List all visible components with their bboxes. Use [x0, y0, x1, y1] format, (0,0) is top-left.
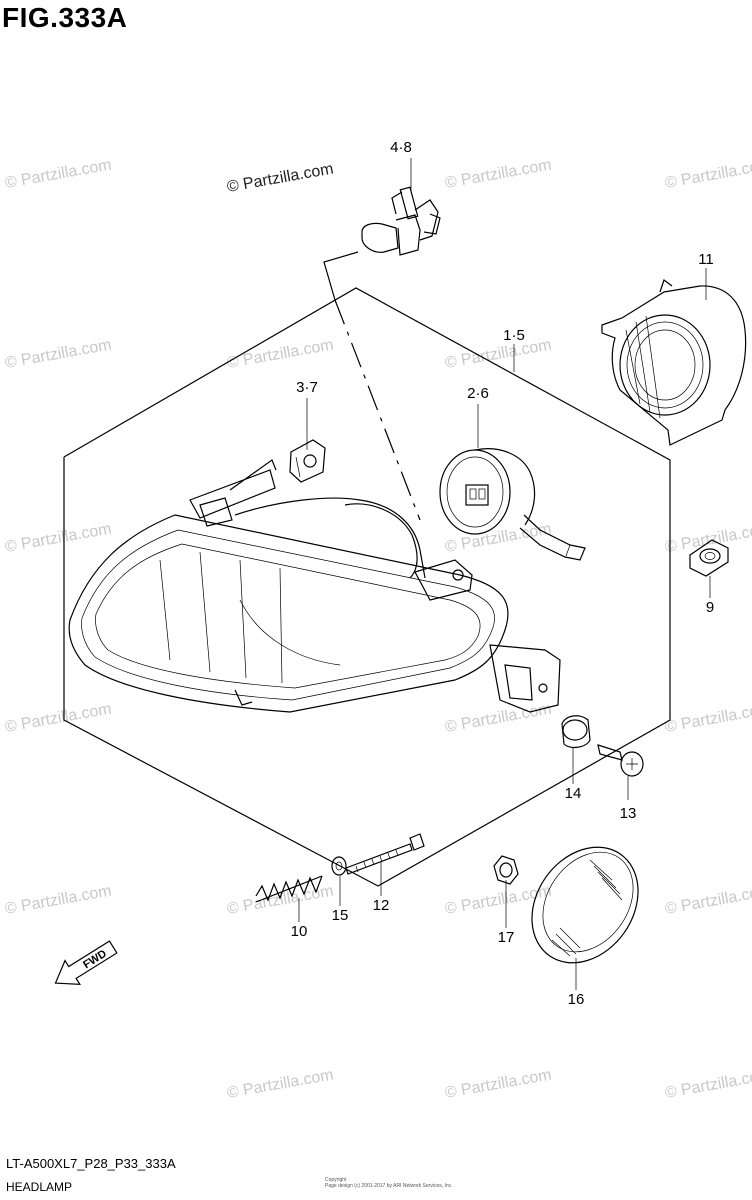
watermark-main: © Partzilla.com	[226, 160, 335, 195]
bulb-axis-line	[334, 299, 421, 521]
callout-10: 10	[291, 923, 308, 940]
assembly-outline	[63, 287, 671, 887]
figure-title: FIG.333A	[2, 2, 128, 33]
watermark: © Partzilla.com	[444, 1066, 553, 1101]
watermark: © Partzilla.com	[664, 882, 752, 917]
fine-print-line-1: Copyright	[325, 1177, 347, 1183]
copyright-fine-print: Copyright Page design (c) 2001-2017 by A…	[325, 1177, 453, 1189]
watermark: © Partzilla.com	[4, 882, 113, 917]
bolt-part[interactable]	[345, 833, 425, 875]
watermark: © Partzilla.com	[444, 700, 553, 735]
callout-17: 17	[498, 929, 515, 946]
bulb-leader	[323, 251, 359, 301]
watermarks: © Partzilla.com © Partzilla.com © Partzi…	[4, 156, 752, 1101]
watermark: © Partzilla.com	[444, 520, 553, 555]
reflector-part[interactable]	[510, 827, 660, 984]
grommet-part[interactable]	[689, 539, 729, 577]
watermark: © Partzilla.com	[4, 336, 113, 371]
fwd-arrow: FWD	[54, 940, 118, 986]
callout-9: 9	[706, 599, 714, 616]
washer-part[interactable]	[331, 856, 347, 876]
watermark: © Partzilla.com	[4, 156, 113, 191]
fine-print-line-2: Page design (c) 2001-2017 by ARI Network…	[325, 1183, 453, 1189]
socket-part[interactable]	[439, 448, 586, 561]
watermark: © Partzilla.com	[4, 700, 113, 735]
watermark: © Partzilla.com	[226, 882, 335, 917]
screw-part[interactable]	[597, 744, 644, 777]
callout-11: 11	[698, 251, 714, 268]
watermark: © Partzilla.com	[4, 520, 113, 555]
headlamp-housing[interactable]	[68, 459, 561, 713]
callout-leaders	[298, 158, 711, 990]
callout-13: 13	[620, 805, 637, 822]
callout-15: 15	[332, 907, 349, 924]
diagram-name: HEADLAMP	[6, 1180, 73, 1194]
watermark: © Partzilla.com	[444, 882, 553, 917]
callout-1-5: 1·5	[503, 327, 525, 344]
watermark: © Partzilla.com	[226, 1066, 335, 1101]
callout-3-7: 3·7	[296, 379, 318, 396]
clip-part[interactable]	[289, 439, 326, 483]
spring-part[interactable]	[255, 875, 323, 903]
watermark: © Partzilla.com	[664, 700, 752, 735]
watermark: © Partzilla.com	[664, 1066, 752, 1101]
nut-part[interactable]	[493, 855, 519, 885]
boot-cover-part[interactable]	[601, 279, 747, 446]
watermark: © Partzilla.com	[664, 156, 752, 191]
callout-16: 16	[568, 991, 585, 1008]
callout-4-8: 4·8	[390, 139, 412, 156]
watermark: © Partzilla.com	[664, 520, 752, 555]
bulb-part[interactable]	[361, 186, 441, 256]
callout-14: 14	[565, 785, 582, 802]
callout-12: 12	[373, 897, 390, 914]
cushion-part[interactable]	[561, 715, 591, 749]
callout-2-6: 2·6	[467, 385, 489, 402]
diagram-code: LT-A500XL7_P28_P33_333A	[6, 1156, 176, 1171]
watermark: © Partzilla.com	[444, 156, 553, 191]
